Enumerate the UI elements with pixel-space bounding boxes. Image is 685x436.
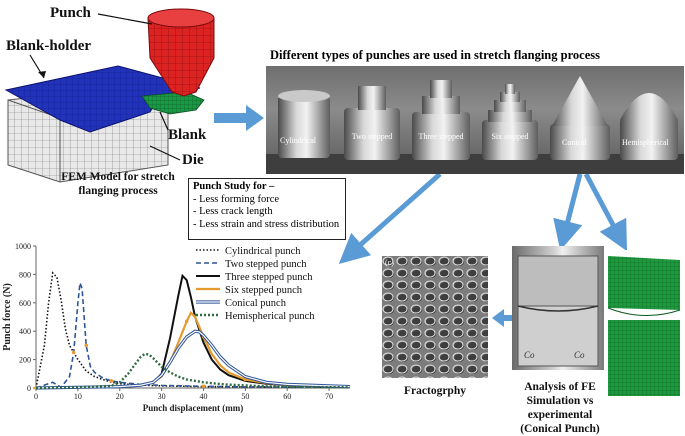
x-tick-label: 50 <box>241 392 249 401</box>
x-tick-label: 0 <box>34 392 38 401</box>
series-marker-1 <box>71 350 76 355</box>
series-marker-1 <box>109 379 114 383</box>
series-line-4 <box>35 329 351 390</box>
series-line-3 <box>35 310 351 390</box>
legend-label-3: Six stepped punch <box>225 285 303 296</box>
x-tick-label: 60 <box>283 392 291 401</box>
fem-caption: FEM Model for stretch flanging process <box>61 171 175 197</box>
y-tick-label: 800 <box>19 270 31 279</box>
series-line-inner-4 <box>35 330 351 389</box>
fracto-panel-letter: (c) <box>385 258 394 267</box>
punches-photo: Cylindrical Two stepped Three stepped Si… <box>266 66 684 174</box>
punches-illustration <box>266 76 684 174</box>
legend-label-2: Three stepped punch <box>225 272 313 283</box>
y-tick-label: 600 <box>19 299 31 308</box>
legend-label-5: Hemispherical punch <box>225 311 315 322</box>
series-marker-3 <box>243 377 248 382</box>
series-marker-3 <box>184 319 189 324</box>
legend-label-0: Cylindrical punch <box>225 246 301 257</box>
y-axis-label: Punch force (N) <box>2 283 13 351</box>
fracto-caption: Fractogrphy <box>404 385 466 397</box>
series-line-1 <box>35 282 351 389</box>
arrow-to-chart <box>338 174 442 264</box>
photo-panel-title: Different types of punches are used in s… <box>270 48 600 62</box>
y-tick-label: 200 <box>19 356 31 365</box>
specimen-label-right: Co <box>574 350 585 360</box>
study-heading: Punch Study for – <box>193 181 275 192</box>
arrow-to-fe-sim <box>553 174 583 251</box>
label-die: Die <box>182 152 204 168</box>
punch-mesh <box>147 8 215 97</box>
fractography-image: (c) <box>382 256 488 378</box>
series-marker-1 <box>84 343 89 348</box>
arrow-fem-to-photos <box>214 105 264 131</box>
fe-simulation-image <box>606 250 682 398</box>
label-blank-holder: Blank-holder <box>6 38 92 54</box>
study-item: - Less crack length <box>193 206 273 217</box>
connector-arrows <box>338 174 628 264</box>
x-tick-label: 10 <box>74 392 82 401</box>
punch-label-cylindrical: Cylindrical <box>280 136 316 145</box>
study-item: - Less strain and stress distribution <box>193 218 340 230</box>
x-tick-label: 40 <box>199 392 207 401</box>
label-punch: Punch <box>50 5 91 21</box>
x-axis-label: Punch displacement (mm) <box>143 403 244 413</box>
specimen-label-left: Co <box>524 350 535 360</box>
punch-label-hemispherical: Hemispherical <box>622 138 669 147</box>
punch-label-conical: Conical <box>562 138 587 147</box>
x-tick-label: 20 <box>116 392 124 401</box>
series-line-5 <box>35 352 351 390</box>
punch-label-two-stepped: Two stepped <box>351 132 393 141</box>
fem-model-figure <box>4 8 215 183</box>
legend-label-1: Two stepped punch <box>225 259 307 270</box>
x-tick-label: 30 <box>158 392 166 401</box>
punch-label-six-stepped: Six stepped <box>491 132 529 141</box>
y-tick-label: 400 <box>19 327 31 336</box>
experimental-photo: Co Co <box>512 246 604 370</box>
label-blank: Blank <box>168 127 207 143</box>
fe-sim-caption: Analysis of FE Simulation vs experimenta… <box>520 381 600 435</box>
series-marker-1 <box>201 384 206 389</box>
legend-label-4: Conical punch <box>225 298 287 309</box>
series-line-0 <box>35 271 351 389</box>
y-tick-label: 0 <box>27 384 31 393</box>
x-tick-label: 70 <box>325 392 333 401</box>
study-item: - Less forming force <box>193 193 280 205</box>
punch-label-three-stepped: Three stepped <box>418 132 464 141</box>
punch-study-box: Punch Study for – - Less forming force -… <box>188 178 346 240</box>
y-tick-label: 1000 <box>15 242 31 251</box>
arrow-to-fracto <box>492 309 518 327</box>
arrow-to-fe-sim-2 <box>583 174 628 252</box>
